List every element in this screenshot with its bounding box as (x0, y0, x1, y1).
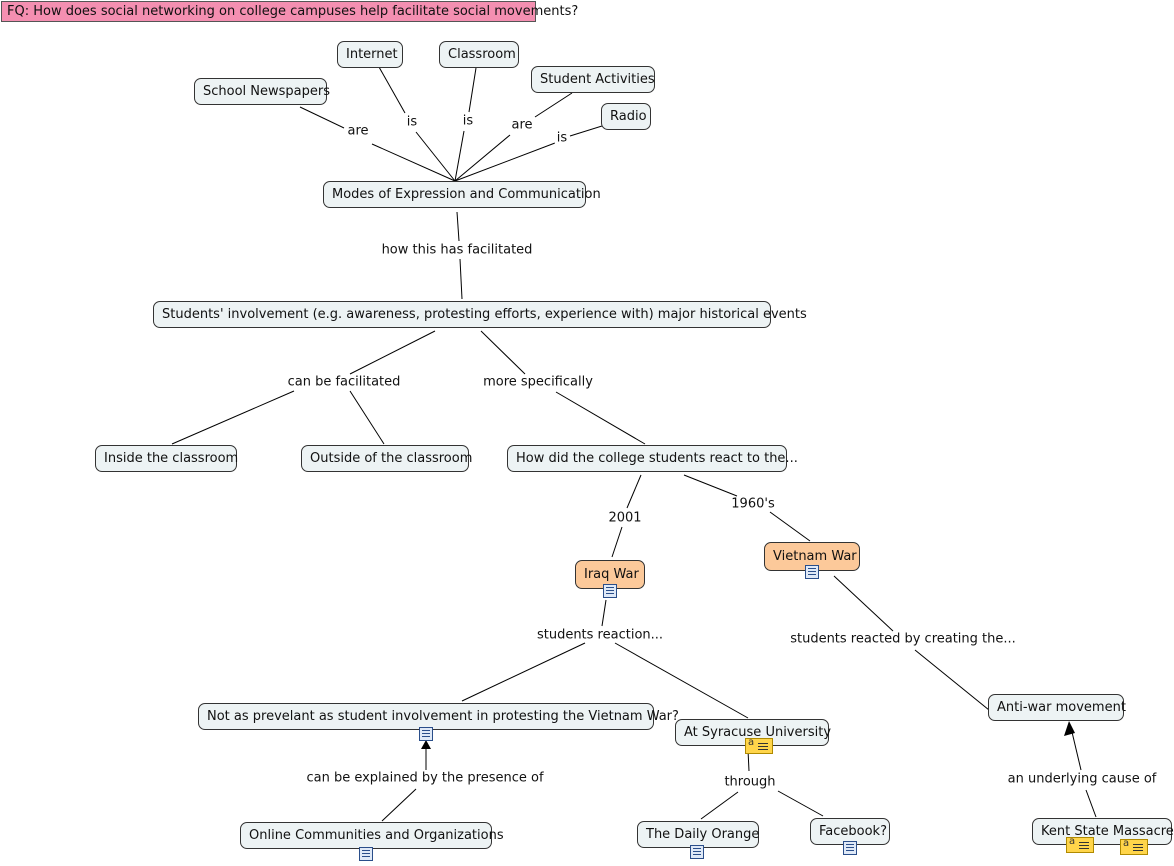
web-link-icon[interactable] (1120, 838, 1148, 855)
node-radio[interactable]: Radio (601, 103, 651, 130)
node-inside-classroom[interactable]: Inside the classroom (95, 445, 238, 472)
link-label-can-be-facilitated: can be facilitated (285, 374, 403, 390)
link-label-is: is (554, 130, 570, 146)
node-online-communities[interactable]: Online Communities and Organizations (240, 822, 504, 849)
node-school-newspapers[interactable]: School Newspapers (194, 78, 330, 105)
document-icon[interactable] (603, 584, 617, 598)
document-icon[interactable] (419, 727, 433, 741)
link-label-2001: 2001 (606, 510, 644, 526)
link-label-students-reaction: students reaction... (534, 627, 666, 643)
link-label-are: are (345, 123, 371, 139)
node-modes-of-expression[interactable]: Modes of Expression and Communication (323, 181, 601, 208)
document-icon[interactable] (805, 565, 819, 579)
focus-question: FQ: How does social networking on colleg… (1, 1, 578, 22)
link-label-are: are (509, 117, 535, 133)
link-label-underlying-cause: an underlying cause of (1005, 771, 1159, 787)
document-icon[interactable] (690, 845, 704, 859)
node-classroom[interactable]: Classroom (439, 41, 519, 68)
link-label-students-reacted: students reacted by creating the... (788, 631, 1018, 647)
link-label-is: is (404, 114, 420, 130)
node-outside-classroom[interactable]: Outside of the classroom (301, 445, 472, 472)
node-facebook[interactable]: Facebook? (810, 818, 890, 845)
link-label-through: through (722, 774, 778, 790)
document-icon[interactable] (359, 847, 373, 861)
node-student-activities[interactable]: Student Activities (531, 66, 655, 93)
node-students-involvement[interactable]: Students' involvement (e.g. awareness, p… (153, 301, 807, 328)
node-internet[interactable]: Internet (337, 41, 403, 68)
node-anti-war-movement[interactable]: Anti-war movement (988, 694, 1126, 721)
node-iraq-war[interactable]: Iraq War (575, 560, 645, 589)
web-link-icon[interactable] (1066, 836, 1094, 853)
node-college-students-react[interactable]: How did the college students react to th… (507, 445, 798, 472)
node-daily-orange[interactable]: The Daily Orange (637, 821, 759, 848)
node-kent-state-massacre[interactable]: Kent State Massacre (1032, 818, 1174, 845)
document-icon[interactable] (843, 841, 857, 855)
web-link-icon[interactable] (745, 737, 773, 754)
link-label-more-specifically: more specifically (481, 374, 595, 390)
link-label-how-this-has-facilitated: how this has facilitated (379, 242, 535, 258)
link-label-is: is (460, 113, 476, 129)
node-not-as-prevalent[interactable]: Not as prevelant as student involvement … (198, 703, 679, 730)
link-label-1960s: 1960's (729, 496, 777, 512)
link-label-explained-by: can be explained by the presence of (304, 770, 546, 786)
